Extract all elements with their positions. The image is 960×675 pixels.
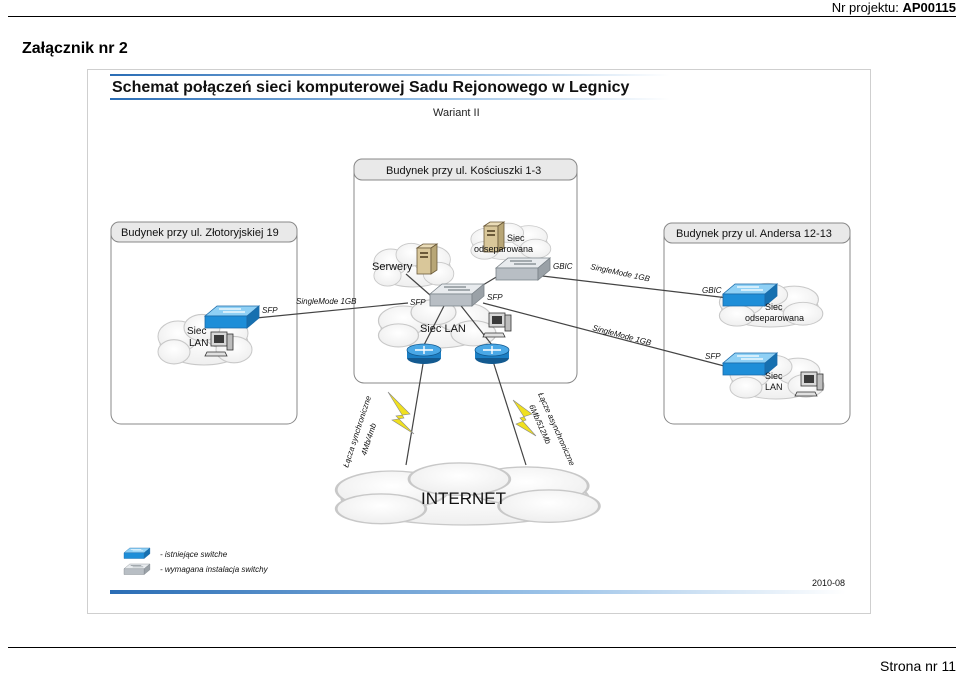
building-left-label: Budynek przy ul. Złotoryjskiej 19 bbox=[121, 227, 279, 239]
switch-center-lan-new bbox=[429, 283, 485, 307]
link-switch-router-right bbox=[457, 301, 493, 346]
legend-existing-label: - istniejące switche bbox=[160, 550, 228, 559]
link-left-center bbox=[255, 302, 409, 319]
left-lan-label-1: Siec bbox=[187, 326, 206, 337]
bottom-bar bbox=[110, 590, 846, 594]
right-isolated-label-1: Siec bbox=[765, 302, 783, 312]
annex-title: Załącznik nr 2 bbox=[22, 40, 128, 57]
center-lan-label: Siec LAN bbox=[420, 323, 466, 335]
building-left-header bbox=[110, 221, 298, 243]
link-switch-router-left bbox=[423, 301, 447, 346]
center-isolated-label-2: odseparowana bbox=[474, 244, 533, 254]
link-async-internet bbox=[491, 357, 527, 466]
link-center-right-upper bbox=[533, 274, 729, 299]
servers-label: Serwery bbox=[372, 261, 413, 273]
footer-divider bbox=[8, 647, 956, 648]
legend-new-switch-icon bbox=[123, 563, 151, 575]
port-gbic-right: GBIC bbox=[702, 286, 722, 295]
link-sync-internet bbox=[405, 357, 425, 466]
building-right-label: Budynek przy ul. Andersa 12-13 bbox=[676, 228, 832, 240]
port-gbic-center: GBIC bbox=[553, 262, 573, 271]
building-center-label: Budynek przy ul. Kościuszki 1-3 bbox=[386, 165, 541, 177]
link-center-right-lower bbox=[482, 302, 729, 368]
router-async bbox=[474, 343, 510, 365]
port-center-sfp-left: SFP bbox=[410, 298, 426, 307]
diagram-title: Schemat połączeń sieci komputerowej Sadu… bbox=[112, 79, 630, 96]
legend-required-label: - wymagana instalacja switchy bbox=[160, 565, 269, 574]
router-sync bbox=[406, 343, 442, 365]
internet-label: INTERNET bbox=[421, 489, 506, 508]
building-center-header bbox=[353, 158, 578, 181]
diagram-canvas: Schemat połączeń sieci komputerowej Sadu… bbox=[110, 74, 851, 594]
page-number: Strona nr 11 bbox=[879, 658, 956, 674]
header-divider bbox=[8, 16, 956, 17]
network-diagram: Schemat połączeń sieci komputerowej Sadu… bbox=[87, 69, 871, 614]
building-right-header bbox=[663, 222, 851, 244]
link-upper-right-singlemode-label: SingleMode 1GB bbox=[590, 262, 652, 284]
lightning-async bbox=[512, 399, 537, 437]
project-number-label: Nr projektu: AP00115 bbox=[832, 0, 956, 15]
project-prefix: Nr projektu: bbox=[831, 0, 903, 15]
right-isolated-label-2: odseparowana bbox=[745, 313, 804, 323]
server-icon bbox=[416, 243, 438, 275]
switch-left-existing bbox=[204, 305, 260, 329]
link-left-singlemode-label: SingleMode 1GB bbox=[296, 297, 357, 306]
right-lan-label-1: Siec bbox=[765, 371, 783, 381]
variant-label: Wariant II bbox=[433, 107, 480, 119]
switch-center-isolated-new bbox=[495, 257, 551, 281]
right-lan-label-2: LAN bbox=[765, 382, 783, 392]
link-lower-right-singlemode-label: SingleMode 1GB bbox=[591, 323, 652, 348]
port-left-sfp: SFP bbox=[262, 306, 278, 315]
project-number: AP00115 bbox=[902, 0, 957, 15]
port-sfp-right: SFP bbox=[705, 352, 721, 361]
title-bar-top bbox=[110, 74, 670, 76]
port-center-sfp-right: SFP bbox=[487, 293, 503, 302]
lightning-sync bbox=[387, 391, 415, 435]
left-lan-label-2: LAN bbox=[189, 338, 208, 349]
center-isolated-label-1: Siec bbox=[507, 233, 525, 243]
legend-existing-switch-icon bbox=[123, 547, 151, 559]
diagram-date: 2010-08 bbox=[812, 578, 845, 588]
title-bar-bottom bbox=[110, 98, 670, 100]
